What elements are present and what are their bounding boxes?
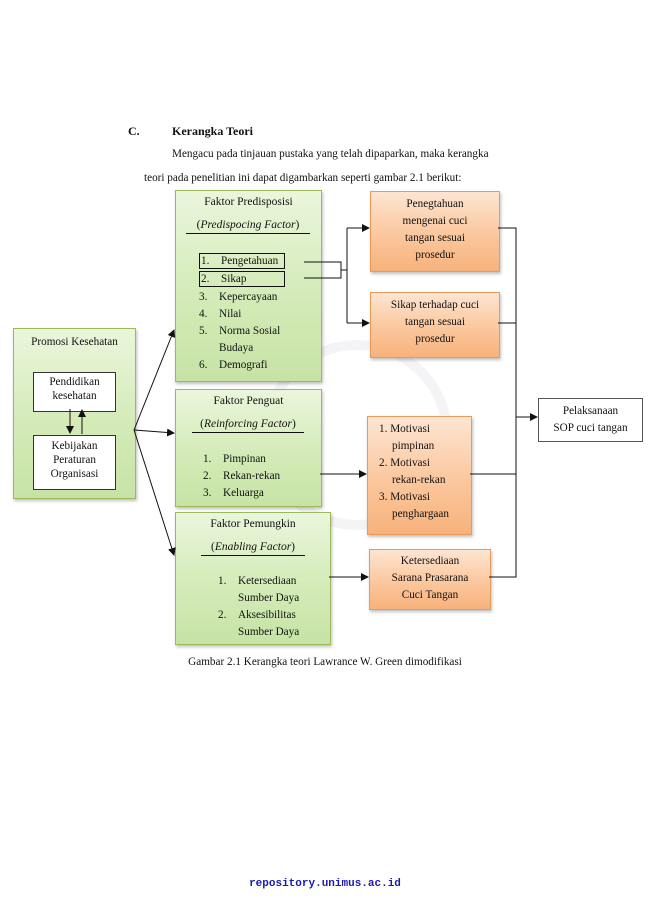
sarana-line-1: Ketersediaan xyxy=(400,555,460,567)
list-item: 1.Pengetahuan xyxy=(199,253,286,269)
arrow-promosi-to-pemungkin xyxy=(133,429,176,556)
pendidikan-line-2: kesehatan xyxy=(52,390,97,402)
promosi-title: Promosi Kesehatan xyxy=(31,336,118,348)
sarana-outcome-box: Ketersediaan Sarana Prasarana Cuci Tanga… xyxy=(369,549,491,610)
figure-caption: Gambar 2.1 Kerangka teori Lawrance W. Gr… xyxy=(188,656,462,668)
pelaksanaan-line-2: SOP cuci tangan xyxy=(553,422,628,434)
motivasi-line-6: penghargaan xyxy=(392,508,449,520)
list-item: 2.Aksesibilitas xyxy=(218,609,296,621)
list-item: 3.Keluarga xyxy=(203,487,264,499)
sarana-line-2: Sarana Prasarana xyxy=(391,572,469,584)
kebijakan-line-2: Peraturan xyxy=(53,454,96,466)
faktor-penguat-box: Faktor Penguat (Reinforcing Factor) 1.Pi… xyxy=(175,389,322,507)
faktor-pemungkin-box: Faktor Pemungkin (Enabling Factor) 1.Ket… xyxy=(175,512,331,645)
paragraph-line-1: Mengacu pada tinjauan pustaka yang telah… xyxy=(172,148,489,160)
pendidikan-kesehatan-box: Pendidikan kesehatan xyxy=(33,372,116,412)
kebijakan-box: Kebijakan Peraturan Organisasi xyxy=(33,435,116,490)
arrow-promosi-to-penguat xyxy=(133,428,175,437)
motivasi-line-4: rekan-rekan xyxy=(392,474,446,486)
list-item: 1.Pimpinan xyxy=(203,453,266,465)
pemungkin-list: 1.Ketersediaan Sumber Daya 2.Aksesibilit… xyxy=(218,573,299,641)
pengetahuan-outcome-box: Penegtahuan mengenai cuci tangan sesuai … xyxy=(370,191,500,272)
pengetahuan-line-3: tangan sesuai xyxy=(405,232,465,244)
motivasi-outcome-box: 1. Motivasi pimpinan 2. Motivasi rekan-r… xyxy=(367,416,472,535)
pemungkin-title: Faktor Pemungkin xyxy=(210,518,296,530)
motivasi-line-5: 3. Motivasi xyxy=(379,491,430,503)
predisposisi-subtitle: (Predispocing Factor) xyxy=(186,219,310,234)
pelaksanaan-line-1: Pelaksanaan xyxy=(562,405,619,417)
list-item: Sumber Daya xyxy=(238,592,300,604)
section-letter: C. xyxy=(128,124,140,138)
sarana-line-3: Cuci Tangan xyxy=(401,589,459,601)
penguat-list: 1.Pimpinan 2.Rekan-rekan 3.Keluarga xyxy=(203,451,280,502)
pengetahuan-line-1: Penegtahuan xyxy=(406,198,464,210)
predisposisi-list: 1.Pengetahuan 2.Sikap 3.Kepercayaan 4.Ni… xyxy=(199,253,286,374)
motivasi-line-1: 1. Motivasi xyxy=(379,423,430,435)
arrow-promosi-to-predisposisi xyxy=(133,329,176,431)
connector-outcomes-vertical xyxy=(489,227,517,578)
penguat-subtitle: (Reinforcing Factor) xyxy=(192,418,304,433)
list-item: 1.Ketersediaan xyxy=(218,575,297,587)
paragraph-line-2: teori pada penelitian ini dapat digambar… xyxy=(144,172,462,184)
sikap-outcome-box: Sikap terhadap cuci tangan sesuai prosed… xyxy=(370,292,500,358)
kebijakan-line-1: Kebijakan xyxy=(51,440,98,452)
list-item: 2.Rekan-rekan xyxy=(203,470,281,482)
list-item: 2.Sikap xyxy=(199,271,286,287)
kebijakan-line-3: Organisasi xyxy=(50,468,99,480)
section-title: Kerangka Teori xyxy=(172,124,254,138)
list-item: 4.Nilai xyxy=(199,308,242,320)
footer-repository-link[interactable]: repository.unimus.ac.id xyxy=(249,878,401,890)
pelaksanaan-sop-box: Pelaksanaan SOP cuci tangan xyxy=(538,398,643,442)
pengetahuan-line-4: prosedur xyxy=(415,249,455,261)
list-item: 3.Kepercayaan xyxy=(199,291,278,303)
penguat-title: Faktor Penguat xyxy=(213,395,284,407)
sikap-line-3: prosedur xyxy=(415,333,455,345)
motivasi-line-2: pimpinan xyxy=(392,440,435,452)
predisposisi-title: Faktor Predisposisi xyxy=(204,196,293,208)
pengetahuan-line-2: mengenai cuci xyxy=(402,215,468,227)
motivasi-line-3: 2. Motivasi xyxy=(379,457,430,469)
list-item: Budaya xyxy=(219,342,254,354)
faktor-predisposisi-box: Faktor Predisposisi (Predispocing Factor… xyxy=(175,190,322,382)
list-item: 6.Demografi xyxy=(199,359,268,371)
sikap-line-2: tangan sesuai xyxy=(405,316,465,328)
list-item: Sumber Daya xyxy=(238,626,300,638)
pemungkin-subtitle: (Enabling Factor) xyxy=(201,541,305,556)
list-item: 5.Norma Sosial xyxy=(199,325,281,337)
sikap-line-1: Sikap terhadap cuci xyxy=(390,299,480,311)
pendidikan-line-1: Pendidikan xyxy=(49,376,100,388)
